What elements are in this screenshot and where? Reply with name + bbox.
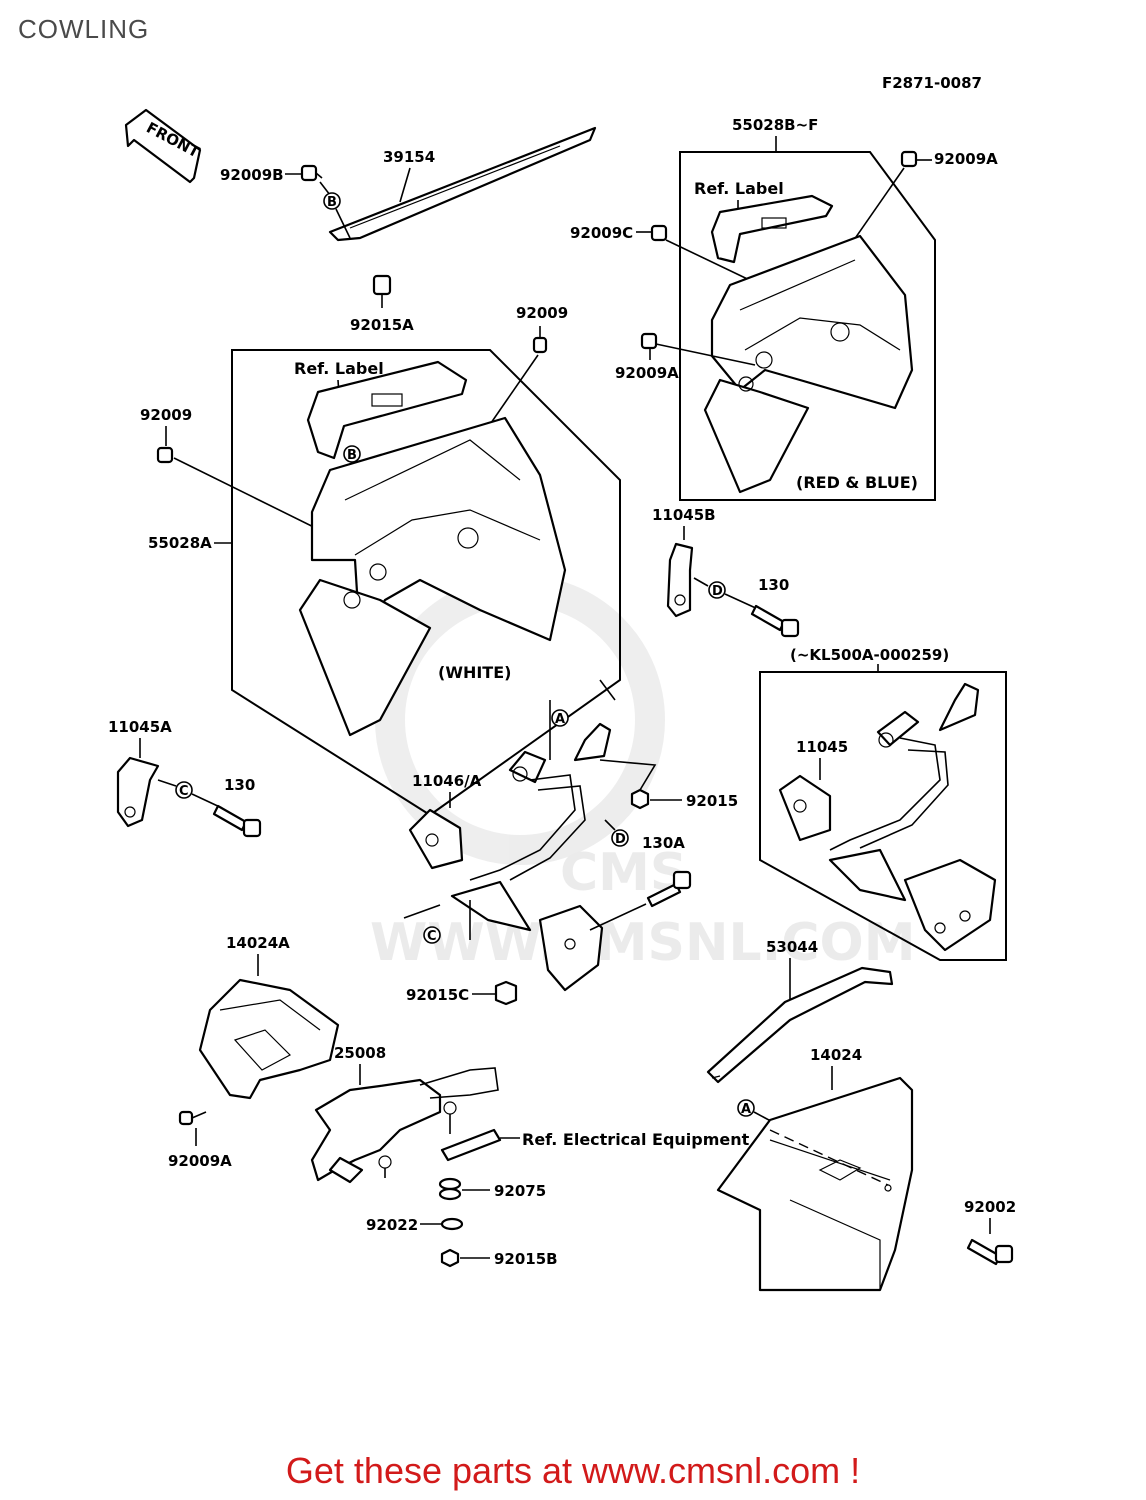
label-92009-left: 92009 [140, 406, 192, 424]
svg-text:A: A [741, 1102, 751, 1117]
label-92002: 92002 [964, 1198, 1016, 1216]
part-55028BF-cowling [703, 234, 914, 494]
label-92015: 92015 [686, 792, 738, 810]
part-55028A-cowling [298, 416, 567, 737]
ref-label-plate-left [306, 360, 468, 460]
callout-a-bottom [737, 1099, 755, 1117]
label-92009B: 92009B [220, 166, 284, 184]
callout-b-left [343, 445, 361, 463]
svg-text:D: D [615, 832, 626, 847]
screw-92009B-icon [300, 164, 323, 182]
label-92015A: 92015A [350, 316, 414, 334]
label-130-left: 130 [224, 776, 255, 794]
screw-92009A-top-icon [900, 150, 918, 168]
screw-92009-top-icon [532, 336, 548, 354]
label-25008: 25008 [334, 1044, 386, 1062]
part-39154-panel [328, 126, 597, 242]
bolt-130A-icon [646, 870, 692, 908]
footer-promo: Get these parts at www.cmsnl.com ! [285, 1450, 861, 1491]
bracket-11045A [116, 756, 160, 828]
note-serial-range: (~KL500A-000259) [790, 646, 949, 664]
label-92075: 92075 [494, 1182, 546, 1200]
clip-92015A-icon [372, 274, 392, 296]
svg-text:C: C [427, 929, 437, 944]
label-92009-top: 92009 [516, 304, 568, 322]
label-11045B: 11045B [652, 506, 716, 524]
label-11046A: 11046/A [412, 772, 482, 790]
svg-text:B: B [347, 448, 357, 463]
svg-text:C: C [179, 784, 189, 799]
figure-code: F2871-0087 [882, 74, 982, 92]
label-14024: 14024 [810, 1046, 862, 1064]
label-53044: 53044 [766, 938, 818, 956]
label-92015C: 92015C [406, 986, 469, 1004]
label-92009C: 92009C [570, 224, 633, 242]
bracket-11045B [666, 542, 694, 618]
grommet-92075-icon [438, 1177, 462, 1201]
label-92009A-mid: 92009A [615, 364, 679, 382]
label-55028BF: 55028B~F [732, 116, 818, 134]
bolt-130-left-icon [212, 804, 262, 838]
note-red-blue: (RED & BLUE) [796, 473, 918, 492]
nut-92015-icon [630, 788, 650, 810]
bracket-11046A-frame [408, 722, 612, 992]
front-arrow-icon: FRONT [124, 108, 203, 184]
callout-c-center [423, 926, 441, 944]
note-white: (WHITE) [438, 663, 511, 682]
nut-92015C-icon [494, 980, 518, 1006]
ref-label-left: Ref. Label [294, 359, 384, 378]
group-box-red-blue [679, 151, 936, 501]
watermark-url: WWW.CMSNL.COM [370, 913, 915, 973]
ref-label-plate-right [710, 194, 834, 264]
exploded-parts-diagram: CMS WWW.CMSNL.COM F2871-0087 FRONT 39154… [108, 74, 1016, 1292]
callout-b-top [323, 192, 341, 210]
screw-92009C-icon [650, 224, 668, 242]
label-92015B: 92015B [494, 1250, 558, 1268]
label-92022: 92022 [366, 1216, 418, 1234]
label-130-right: 130 [758, 576, 789, 594]
svg-text:B: B [327, 195, 337, 210]
screw-92009A-mid-icon [640, 332, 658, 350]
callout-a-center [551, 709, 569, 727]
part-25008-bracket [310, 1067, 499, 1184]
nut-92015B-icon [440, 1248, 460, 1268]
label-130A: 130A [642, 834, 685, 852]
screw-92009-left-icon [156, 446, 174, 464]
label-55028A: 55028A [148, 534, 212, 552]
label-11045: 11045 [796, 738, 848, 756]
washer-92022-icon [440, 1217, 464, 1231]
screw-92009A-bottom-icon [178, 1110, 207, 1126]
group-box-white [231, 349, 621, 817]
label-39154: 39154 [383, 148, 435, 166]
bolt-92002-icon [966, 1238, 1014, 1266]
ref-label-right: Ref. Label [694, 179, 784, 198]
ref-electrical-part [440, 1128, 502, 1162]
callout-d-right [708, 581, 726, 599]
svg-text:D: D [712, 584, 723, 599]
label-92009A-top: 92009A [934, 150, 998, 168]
callout-d-center [611, 829, 629, 847]
callout-c-left [175, 781, 193, 799]
note-ref-electrical: Ref. Electrical Equipment [522, 1130, 750, 1149]
label-11045A: 11045A [108, 718, 172, 736]
part-14024A-cover [198, 978, 340, 1100]
bolt-130-right-icon [750, 604, 800, 638]
part-14024-cover [716, 1076, 914, 1292]
part-53044-strip [706, 966, 894, 1084]
page-title: COWLING [18, 14, 150, 44]
bracket-11045-frame [778, 682, 997, 952]
label-92009A-bottom: 92009A [168, 1152, 232, 1170]
label-14024A: 14024A [226, 934, 290, 952]
svg-text:A: A [555, 712, 565, 727]
group-box-serial-range [759, 671, 1007, 961]
